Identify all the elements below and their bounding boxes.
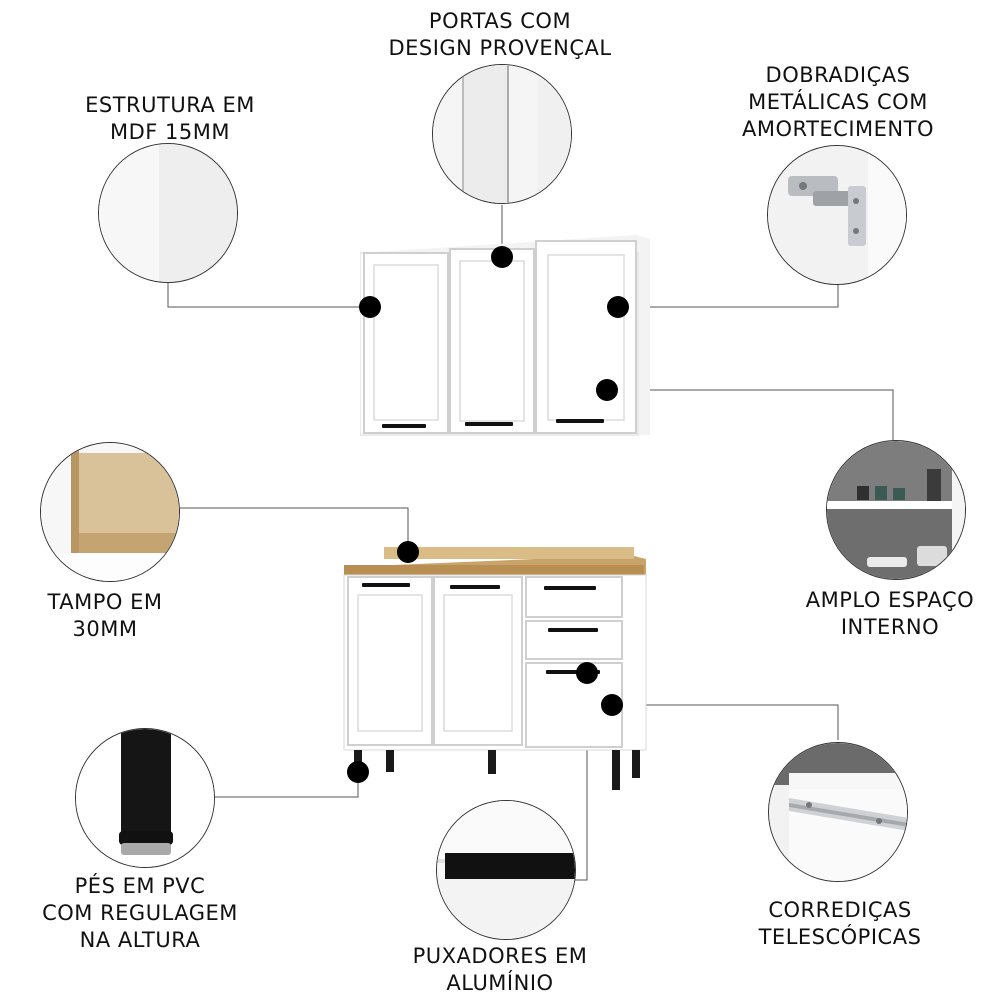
upper-door-right <box>535 240 637 434</box>
lower-door-center <box>433 576 523 746</box>
label-line: ESTRUTURA EM <box>85 93 255 117</box>
label-corredicas: CORREDIÇAS TELESCÓPICAS <box>745 897 935 951</box>
drawer-middle <box>525 620 623 660</box>
connector-tampo <box>180 507 409 552</box>
upper-handles <box>382 419 604 428</box>
label-tampo: TAMPO EM 30MM <box>30 589 180 643</box>
drawer-top <box>525 576 623 618</box>
label-dobradicas: DOBRADIÇAS METÁLICAS COM AMORTECIMENTO <box>728 62 948 143</box>
label-line: TELESCÓPICAS <box>758 925 922 949</box>
hinge-icon <box>767 145 907 285</box>
label-line: METÁLICAS COM <box>748 90 928 114</box>
label-line: CORREDIÇAS <box>768 898 912 922</box>
label-pes: PÉS EM PVC COM REGULAGEM NA ALTURA <box>35 873 245 954</box>
dot-portas <box>491 246 513 268</box>
connector-estrutura <box>167 280 370 308</box>
dot-tampo <box>397 541 419 563</box>
label-line: AMORTECIMENTO <box>742 117 934 141</box>
connector-amplo <box>607 389 894 440</box>
dot-pes <box>347 761 369 783</box>
label-portas: PORTAS COM DESIGN PROVENÇAL <box>380 8 620 62</box>
label-line: ALUMÍNIO <box>446 971 554 995</box>
upper-door-left <box>363 252 449 434</box>
label-line: DOBRADIÇAS <box>765 63 911 87</box>
lower-cabinet <box>343 547 647 790</box>
dot-dobradicas <box>607 296 629 318</box>
dot-corredicas <box>601 694 623 716</box>
label-line: COM REGULAGEM <box>42 901 238 925</box>
dot-puxadores <box>576 662 598 684</box>
pvc-foot-icon <box>75 728 215 868</box>
aluminum-handle-icon <box>436 800 576 940</box>
connector-corredicas <box>612 704 839 740</box>
label-line: NA ALTURA <box>79 928 201 952</box>
label-line: PUXADORES EM <box>412 944 588 968</box>
label-line: PORTAS COM <box>428 9 572 33</box>
upper-cabinet <box>360 235 650 436</box>
label-amplo: AMPLO ESPAÇO INTERNO <box>790 587 990 641</box>
label-line: TAMPO EM <box>47 590 163 614</box>
dot-estrutura <box>359 296 381 318</box>
dot-amplo <box>596 379 618 401</box>
label-puxadores: PUXADORES EM ALUMÍNIO <box>400 943 600 997</box>
label-line: AMPLO ESPAÇO <box>805 588 975 612</box>
label-line: INTERNO <box>840 615 940 639</box>
label-line: 30MM <box>72 617 138 641</box>
label-line: MDF 15MM <box>109 120 230 144</box>
label-line: PÉS EM PVC <box>74 874 206 898</box>
lower-door-left <box>347 576 433 746</box>
upper-door-center <box>449 248 535 434</box>
connector-dobradicas <box>618 280 839 308</box>
label-estrutura: ESTRUTURA EM MDF 15MM <box>80 92 260 146</box>
label-line: DESIGN PROVENÇAL <box>388 36 612 60</box>
